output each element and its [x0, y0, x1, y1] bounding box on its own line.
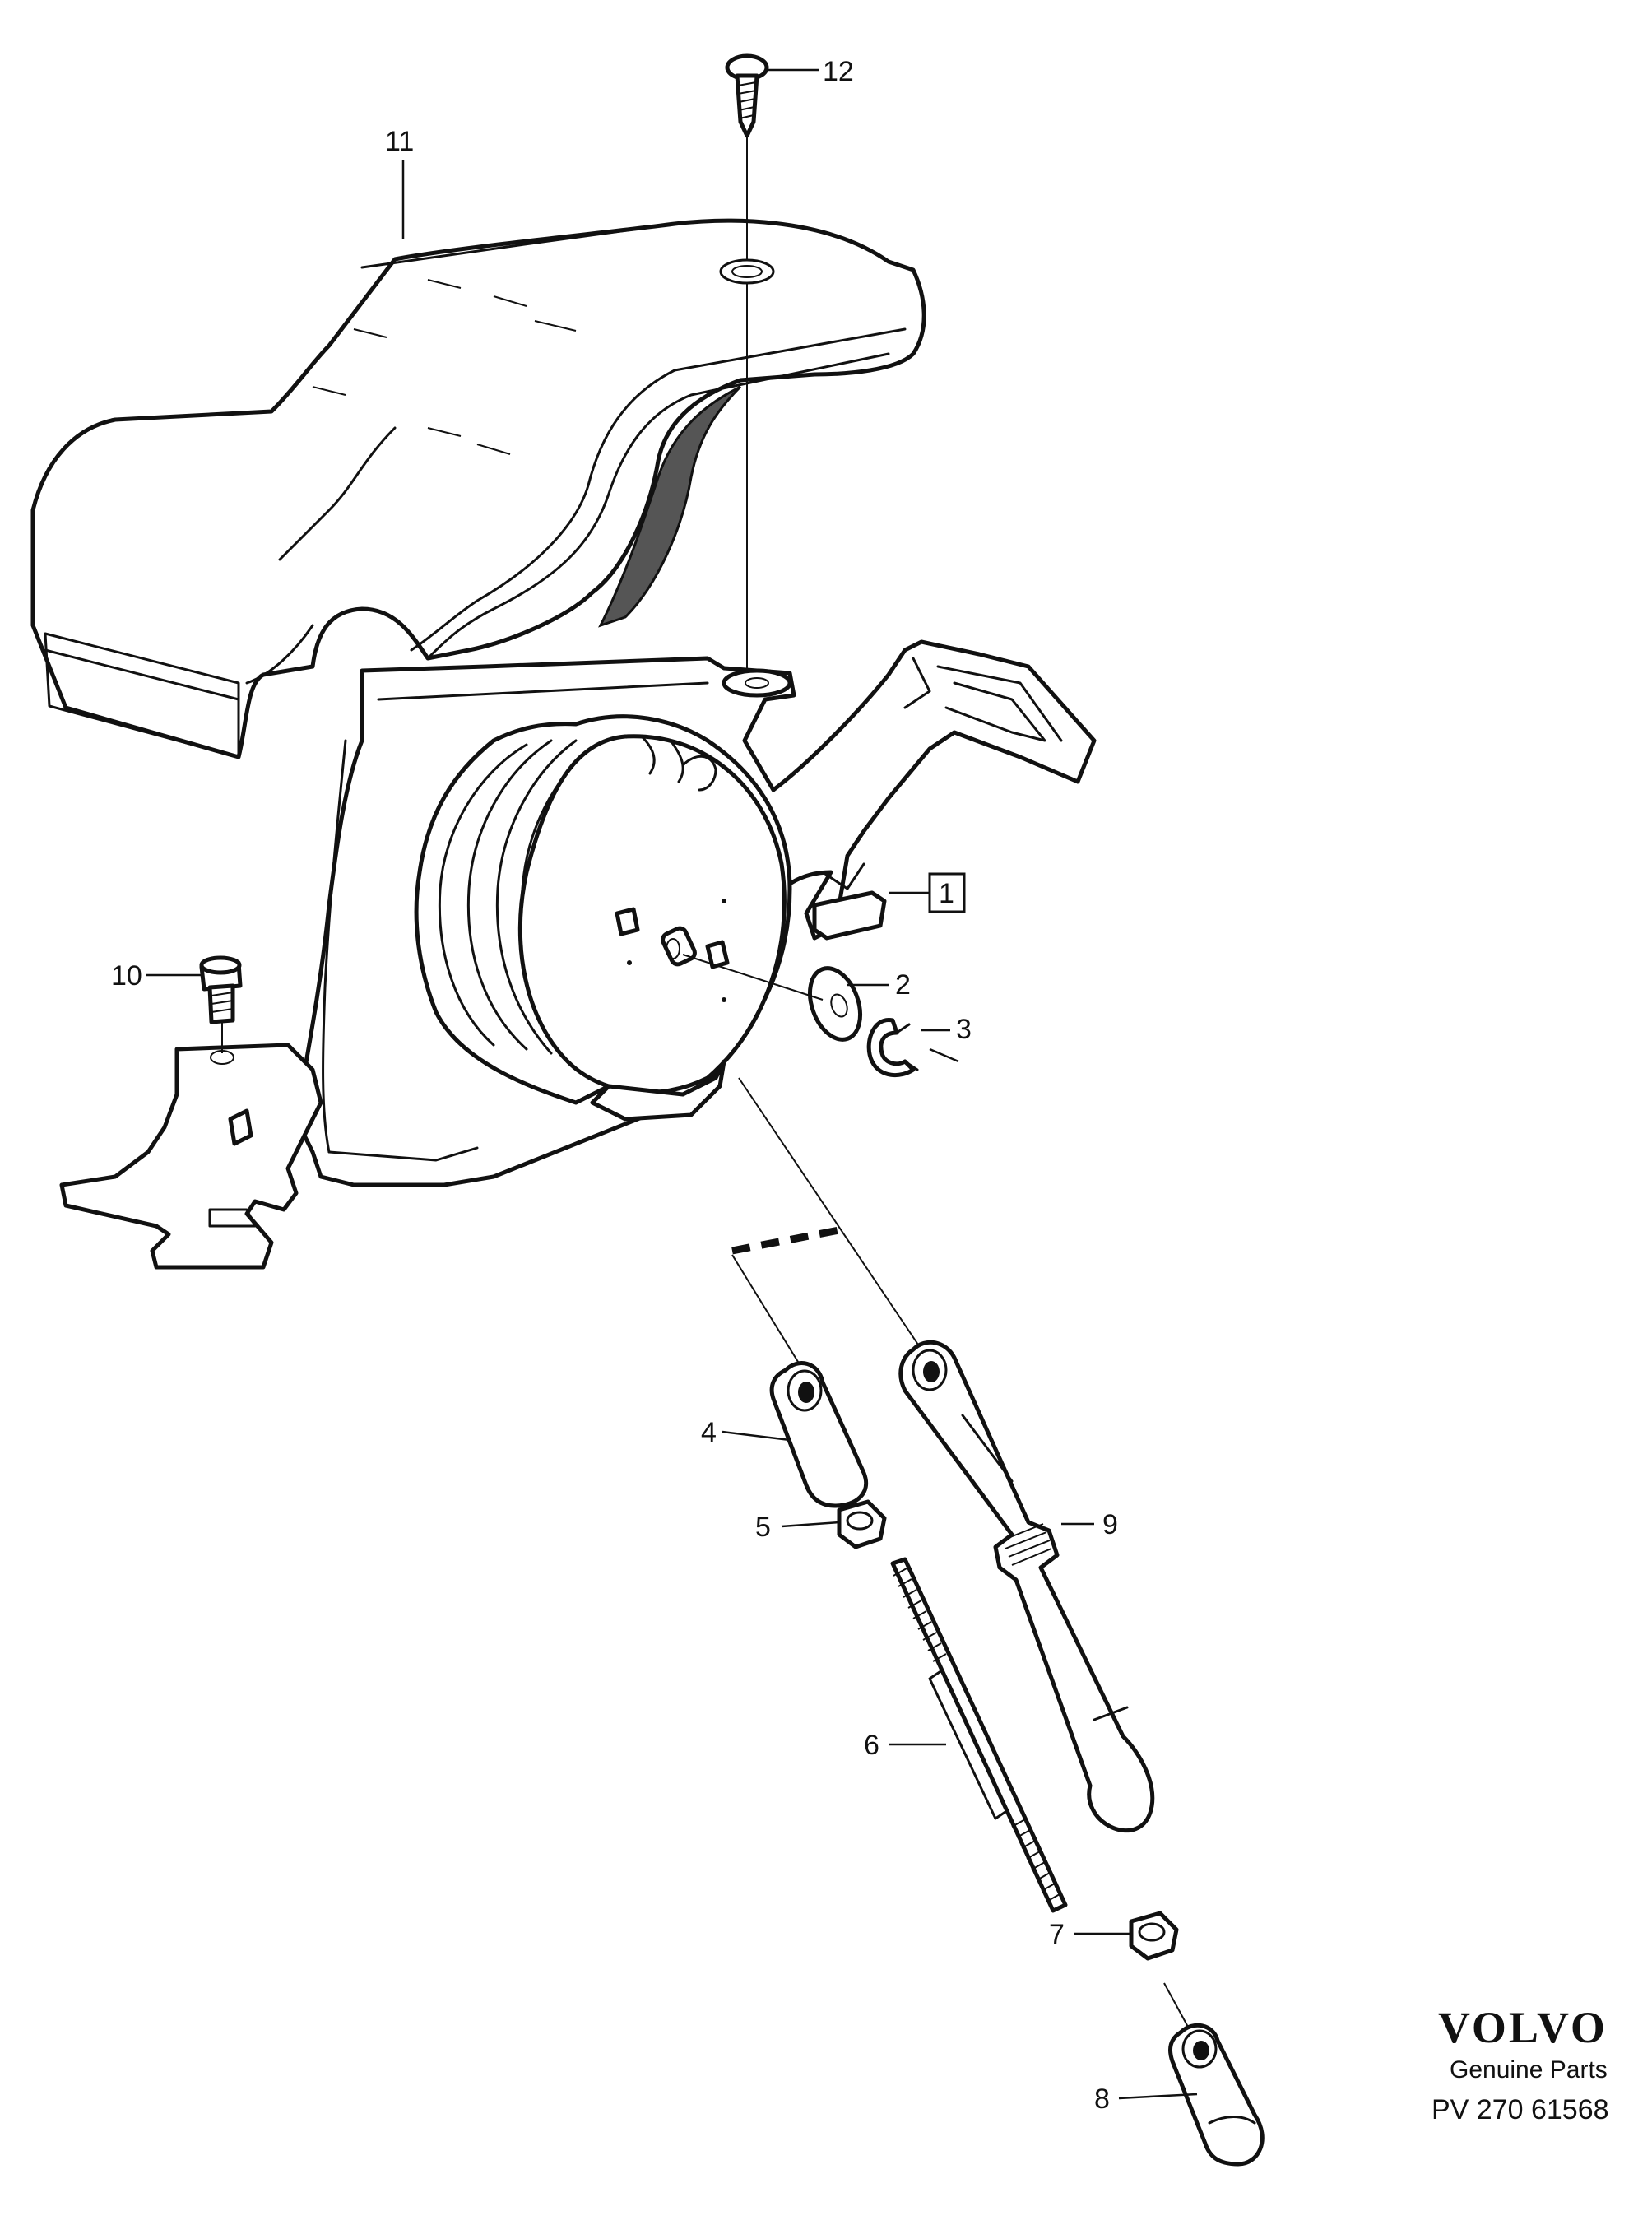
callout-3: 3 [956, 1014, 972, 1045]
callout-box-1 [928, 872, 966, 913]
part-8-end-cap [1168, 2023, 1265, 2167]
callout-4: 4 [701, 1417, 717, 1448]
callout-10: 10 [111, 960, 142, 992]
callout-7: 7 [1049, 1919, 1065, 1950]
callout-12: 12 [823, 56, 854, 87]
part-11-cover [30, 218, 926, 759]
assembly-line-bottom [1163, 1982, 1190, 2029]
part-9-adjuster-rod [898, 1340, 1155, 1833]
drawing-number: PV 270 61568 [1432, 2094, 1609, 2125]
part-7-nut [1129, 1911, 1179, 1961]
brand-block: VOLVO Genuine Parts PV 270 61568 [1432, 2003, 1609, 2125]
assembly-line-rod [738, 1077, 922, 1350]
alt-option-marker [731, 1226, 840, 1255]
brand-subtitle: Genuine Parts [1450, 2056, 1608, 2083]
callout-6: 6 [864, 1730, 879, 1761]
callout-8: 8 [1094, 2083, 1110, 2115]
callout-2: 2 [895, 969, 911, 1001]
part-6-threaded-rod [890, 1557, 1068, 1913]
callout-9: 9 [1102, 1509, 1118, 1540]
motor-housing [414, 714, 792, 1122]
callout-labels: 12 11 1 2 3 4 5 6 7 8 9 10 [111, 56, 1118, 2115]
callout-leaders [146, 68, 1198, 2100]
part-5-nut [837, 1499, 887, 1549]
part-10-bolt [199, 955, 243, 1024]
part-4-ball-socket [769, 1361, 868, 1508]
part-12-screw [725, 53, 769, 138]
volvo-logo: VOLVO [1438, 2003, 1608, 2052]
part-3-clip [866, 1018, 919, 1078]
assembly-line-alt [731, 1254, 799, 1363]
part-2-washer [808, 966, 862, 1042]
callout-11: 11 [385, 126, 414, 157]
assembly-line-shaft [682, 954, 824, 1001]
callout-5: 5 [755, 1512, 771, 1543]
callout-1: 1 [939, 878, 954, 909]
